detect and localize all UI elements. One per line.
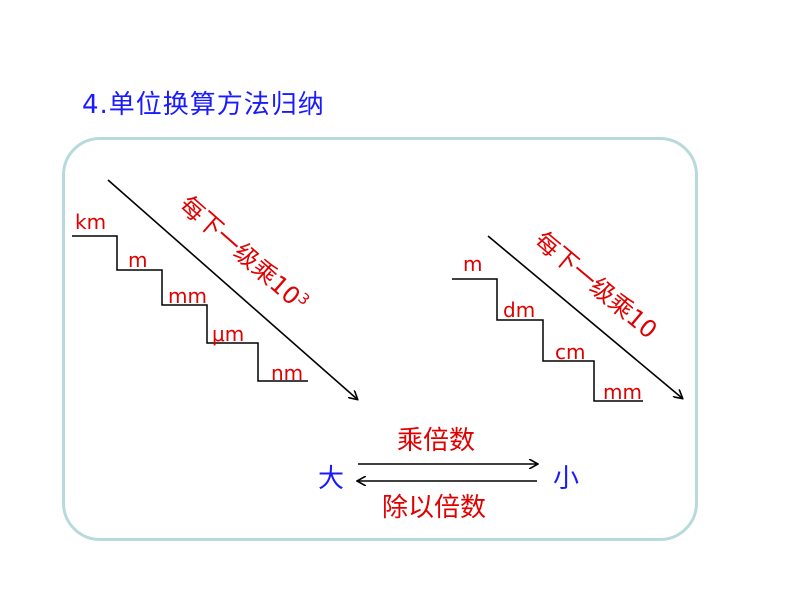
page-title: 4.单位换算方法归纳	[82, 90, 325, 120]
conversion-arrows: 大 小 乘倍数 除以倍数	[318, 426, 579, 523]
unit-m-right: m	[463, 252, 482, 276]
right-diagonal-arrow	[487, 235, 682, 398]
right-staircase: m dm cm mm 每下一级乘10	[452, 226, 682, 404]
rounded-frame	[62, 137, 698, 541]
left-staircase: km m mm μm nm 每下一级乘103	[72, 179, 357, 399]
left-diagonal-arrow	[107, 179, 357, 399]
unit-m: m	[128, 248, 147, 272]
unit-nm: nm	[271, 361, 303, 385]
unit-cm: cm	[555, 340, 585, 364]
label-small: 小	[553, 464, 579, 494]
unit-dm: dm	[503, 298, 535, 322]
label-multiply: 乘倍数	[397, 426, 475, 456]
label-big: 大	[318, 464, 344, 494]
label-divide: 除以倍数	[382, 493, 486, 523]
unit-mm-right: mm	[603, 380, 642, 404]
unit-km: km	[75, 210, 106, 234]
unit-um: μm	[212, 322, 244, 346]
unit-mm: mm	[168, 284, 207, 308]
